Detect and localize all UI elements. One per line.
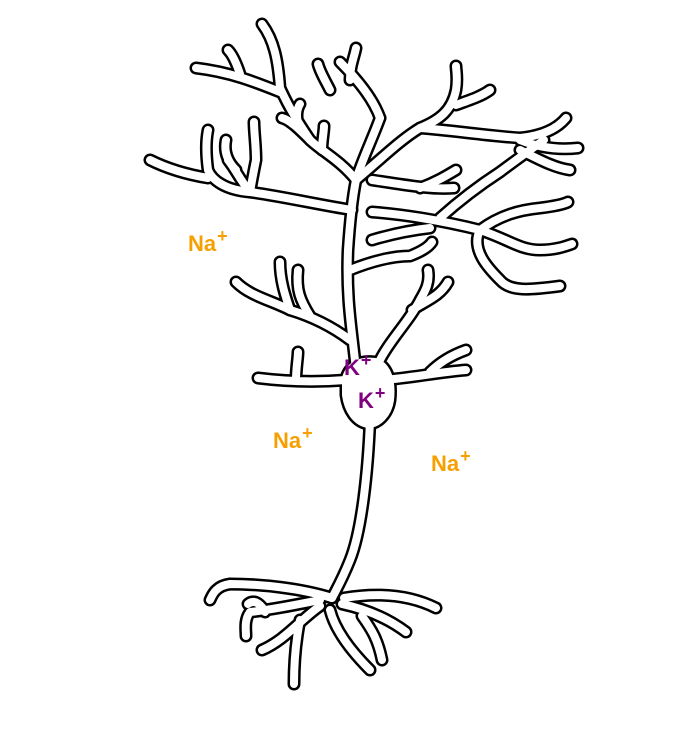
potassium-ion-label: K+ — [358, 383, 385, 413]
ion-charge: + — [460, 446, 471, 466]
sodium-ion-label: Na+ — [273, 423, 313, 453]
ion-charge: + — [374, 383, 386, 403]
sodium-ion-label: Na+ — [188, 226, 228, 256]
sodium-ion-label: Na+ — [431, 446, 471, 476]
ion-symbol: Na — [188, 231, 217, 256]
ion-charge: + — [360, 350, 372, 370]
ion-charge: + — [302, 423, 313, 443]
ion-symbol: Na — [431, 451, 460, 476]
ion-symbol: Na — [273, 428, 302, 453]
potassium-ion-label: K+ — [344, 350, 371, 380]
ion-symbol: K — [344, 355, 360, 380]
ion-symbol: K — [358, 388, 374, 413]
ion-charge: + — [217, 226, 228, 246]
